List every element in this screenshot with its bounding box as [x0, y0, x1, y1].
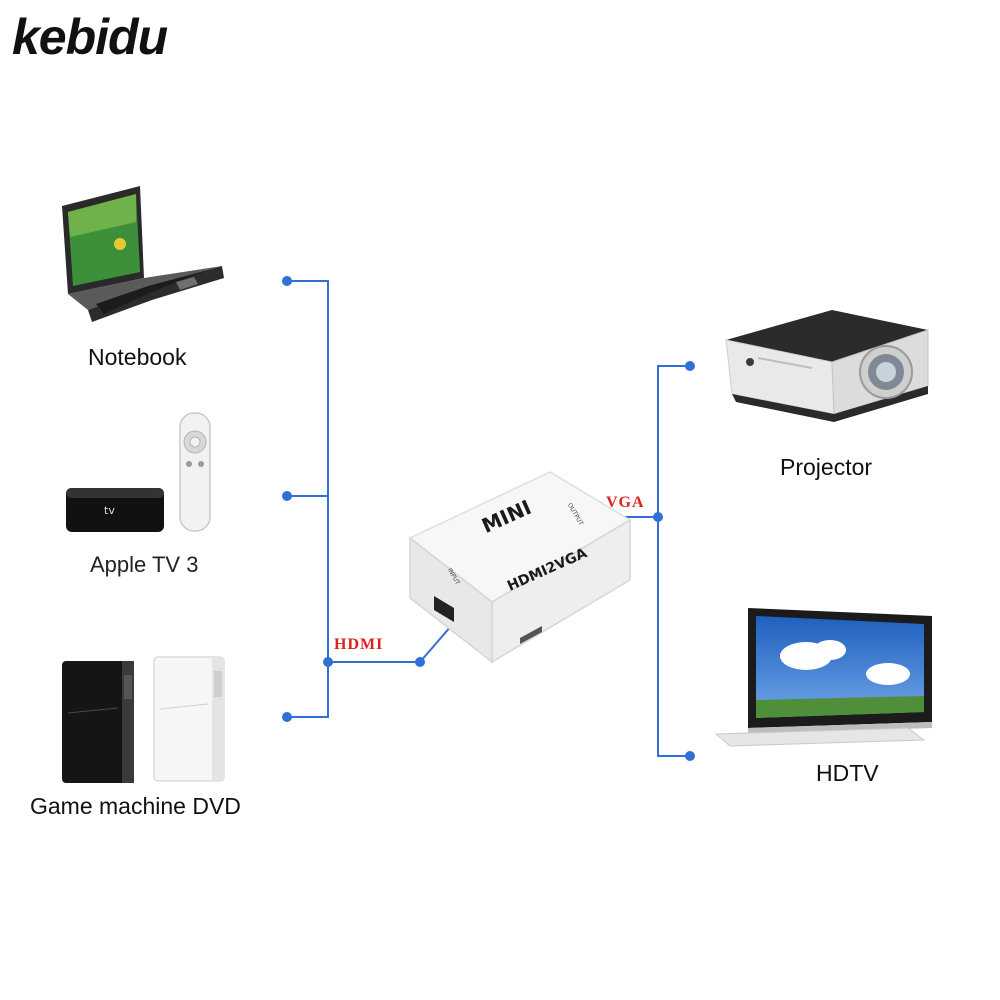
input-bus-line	[286, 280, 329, 718]
projector-node	[685, 361, 695, 371]
projector-label: Projector	[780, 454, 873, 480]
notebook-label: Notebook	[88, 344, 187, 370]
vga-signal-label: VGA	[606, 494, 645, 511]
hdmi2vga-converter-icon	[408, 471, 632, 664]
game-machine-label: Game machine DVD	[30, 793, 241, 819]
projector-icon	[725, 310, 929, 422]
apple-tv-label: Apple TV 3	[90, 552, 199, 577]
game-node	[282, 712, 292, 722]
game-console-icon	[62, 656, 225, 783]
output-bus-line	[657, 365, 690, 757]
hdmi-port-node	[415, 657, 425, 667]
vga-bus-node	[653, 512, 663, 522]
apple-tv-icon: tv	[66, 412, 211, 532]
laptop-icon	[62, 186, 224, 322]
brand-logo: kebidu	[12, 9, 168, 65]
hdtv-icon	[714, 608, 932, 747]
notebook-node	[282, 276, 292, 286]
apple-tv-node	[282, 491, 292, 501]
hdmi-signal-label: HDMI	[334, 636, 384, 653]
hdmi-bus-node	[323, 657, 333, 667]
svg-text:tv: tv	[104, 504, 115, 517]
hdtv-node	[685, 751, 695, 761]
hdtv-label: HDTV	[816, 760, 879, 786]
